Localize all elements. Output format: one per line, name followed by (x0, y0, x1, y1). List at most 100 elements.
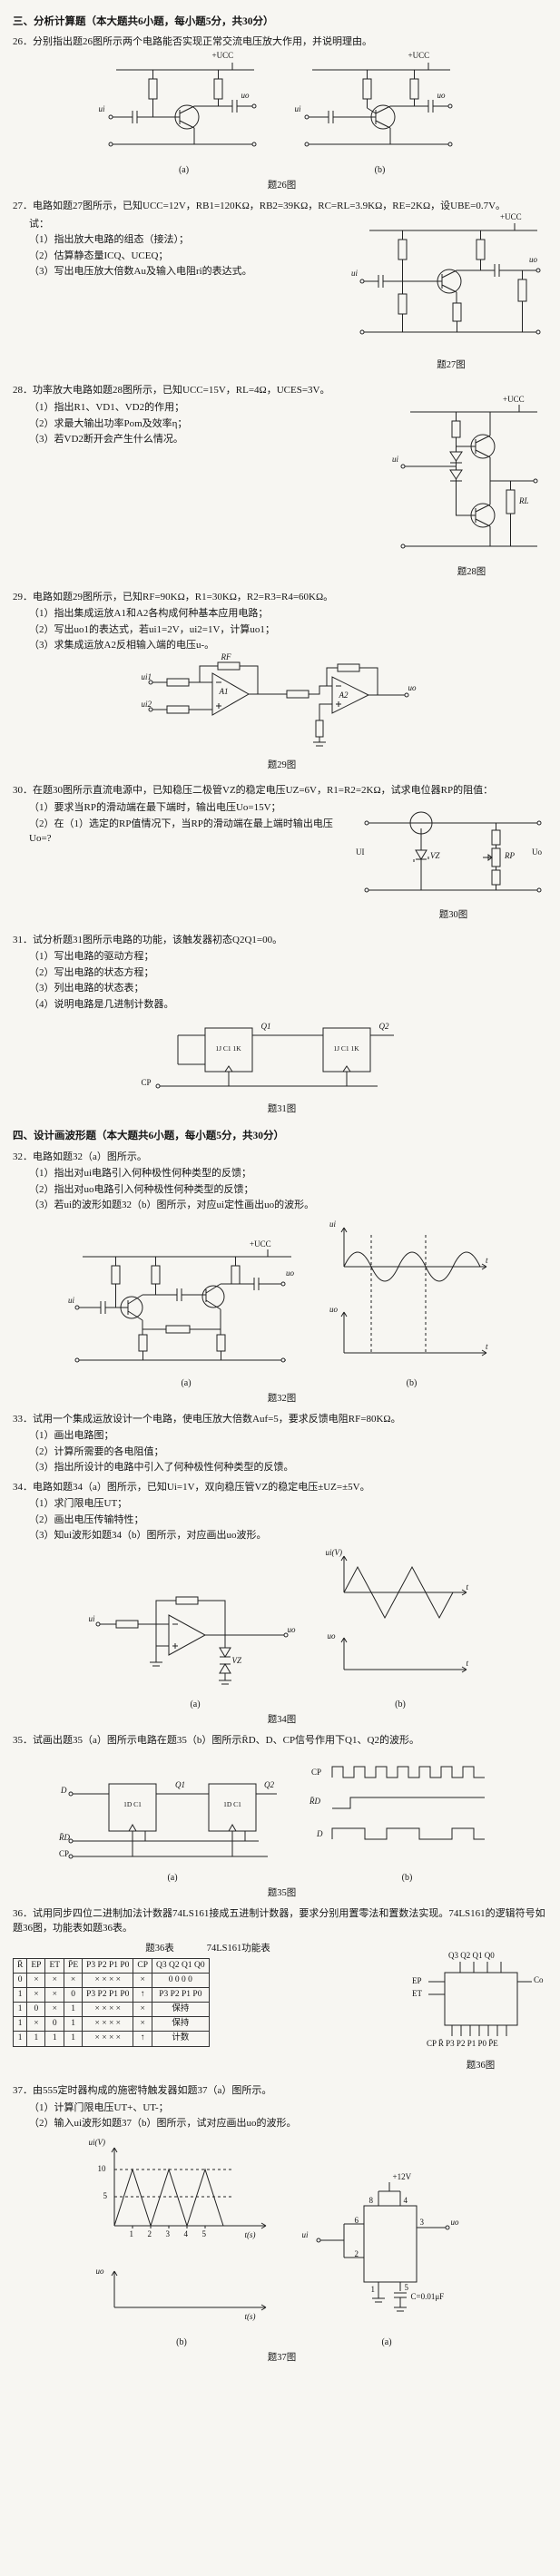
q35-cp-label: CP (59, 1848, 70, 1858)
q26b-input-label: ui (294, 103, 301, 113)
q30-text: 30．在题30图所示直流电源中，已知稳压二极管VZ的稳定电压UZ=6V，R1=R… (13, 784, 494, 796)
q36-table-title: 74LS161功能表 (206, 1943, 270, 1954)
q27-output-label: uo (529, 254, 537, 264)
q36-bottom-pins-label: CP R̄ P3 P2 P1 P0 P̄E (427, 2038, 498, 2048)
q35-q1-label: Q1 (175, 1779, 185, 1789)
q31-ff1-label: 1J C1 1K (215, 1044, 241, 1053)
q37-level-10-label: 10 (97, 2163, 106, 2173)
q31-item-2: （2）写出电路的状态方程； (29, 966, 154, 978)
q35-q2-label: Q2 (264, 1779, 274, 1789)
figure-q29: ui1 ui2 A1 A2 RF uo 题29图 (13, 652, 551, 779)
fn-cell: 0 (26, 2002, 46, 2018)
q32-figure-a: +UCC ui uo (a) (68, 1239, 304, 1391)
q37-figure-a: ui 6 2 8 4 +12V 3 uo 1 5 C=0.01μF (a) (299, 2171, 476, 2350)
q28-vcc-label: +UCC (503, 395, 525, 405)
q35-timing-svg (309, 1752, 505, 1866)
q34-input-label: ui (88, 1613, 95, 1623)
q34-text: 34．电路如题34（a）图所示，已知Ui=1V，双向稳压管VZ的稳定电压±UZ=… (13, 1481, 370, 1493)
q33-item-3: （3）指出所设计的电路中引入了何种极性何种类型的反馈。 (29, 1462, 294, 1474)
q30-block: （1）要求当RP的滑动端在最下端时，输出电压Uo=15V； （2）在（1）选定的… (13, 799, 551, 927)
q37-tick-3: 3 (165, 2228, 171, 2238)
q37-input-label: ui (301, 2229, 309, 2239)
q26a-output-label: uo (241, 90, 250, 100)
q36-block: 题36表 74LS161功能表 R̄ EP ET P̄E P3 P2 P1 P0… (12, 1938, 551, 2079)
q28-input-label: ui (392, 455, 399, 465)
q35-ff2-label: 1D C1 (223, 1799, 241, 1808)
q37-cap-label: C=0.01μF (410, 2291, 445, 2301)
fn-cell: × (26, 2016, 46, 2032)
q26-subcaption-b: (b) (374, 165, 386, 176)
q27-block: 试： （1）指出放大电路的组态（接法）； （2）估算静态量ICQ、UCEQ； （… (13, 212, 551, 378)
q37-tick-5: 5 (201, 2228, 207, 2238)
figure-q27: +UCC ui uo 题27图 (351, 212, 551, 378)
table-row: 1 1 1 1 × × × × ↑ 计数 (12, 2031, 210, 2047)
fn-cell: ↑ (133, 2031, 153, 2047)
q35-figure-a: D R̄D CP Q1 Q2 1D C1 1D C1 (a) (59, 1770, 286, 1885)
q29-a2-label: A2 (339, 690, 349, 700)
q32-output-label: uo (286, 1268, 294, 1278)
figure-q31: CP Q1 Q2 1J C1 1K 1J C1 1K 题31图 (13, 1015, 551, 1121)
q37-subcaption-a: (a) (381, 2337, 392, 2347)
fn-cell: × × × × (82, 2031, 134, 2047)
q37-item-2: （2）输入ui波形如题37（b）图所示，试对应画出uo的波形。 (29, 2118, 297, 2129)
figure-q26: +UCC ui uo (a) (13, 51, 551, 178)
fn-cell: 1 (64, 2016, 84, 2032)
q26a-circuit-svg (98, 54, 270, 158)
q30-item-1: （1）要求当RP的滑动端在最下端时，输出电压Uo=15V； (29, 802, 281, 814)
q32-vcc-label: +UCC (250, 1239, 271, 1249)
q32-circuit-svg (68, 1244, 304, 1371)
q37-figure-b: ui(V) 10 5 1 2 3 4 5 t(s) uo t(s) (b) (89, 2135, 275, 2350)
fn-cell: 1 (12, 2031, 28, 2047)
q32-item-3: （3）若ui的波形如题32（b）图所示，对应ui定性画出uo的波形。 (29, 1200, 315, 1210)
q32-item-1: （1）指出对ui电路引入何种极性何种类型的反馈； (29, 1168, 252, 1179)
ls161-function-table: R̄ EP ET P̄E P3 P2 P1 P0 CP Q3 Q2 Q1 Q0 … (12, 1957, 210, 2047)
fn-header: P3 P2 P1 P0 (82, 1957, 134, 1974)
fn-cell: × (44, 2002, 65, 2018)
fn-header: Q3 Q2 Q1 Q0 (152, 1957, 210, 1974)
fn-cell: × (44, 1972, 65, 1988)
q34-waveform-svg (326, 1547, 476, 1692)
q29-ui1-label: ui1 (141, 671, 152, 681)
q29-uo-label: uo (408, 682, 417, 692)
q36-text: 36．试用同步四位二进制加法计数器74LS161接成五进制计数器，要求分别用置零… (13, 1907, 545, 1934)
section4-title: 四、设计画波形题（本大题共6小题，每小题5分，共30分） (13, 1131, 284, 1142)
q35-text: 35．试画出题35（a）图所示电路在题35（b）图所示R̄D、D、CP信号作用下… (13, 1735, 419, 1746)
q28-item-2: （2）求最大输出功率Pom及效率η； (29, 417, 188, 429)
q37-text: 37．由555定时器构成的施密特触发器如题37（a）图所示。 (13, 2085, 272, 2096)
q37-output-label: uo (450, 2217, 459, 2227)
q34-wave-ui-label: ui(V) (325, 1547, 343, 1557)
fn-cell: 保持 (152, 2016, 210, 2032)
q32-wave-ui-label: ui (329, 1219, 337, 1229)
section3-title: 三、分析计算题（本大题共6小题，每小题5分，共30分） (13, 16, 274, 27)
q35-caption: 题35图 (267, 1888, 297, 1898)
fn-cell: ↑ (133, 1986, 153, 2003)
q31-item-3: （3）列出电路的状态表； (29, 983, 144, 994)
q34-wave-t1-label: t (466, 1582, 469, 1592)
q27-circuit-svg (351, 216, 551, 352)
q31-caption: 题31图 (267, 1103, 297, 1114)
q36-ep-label: EP (412, 1975, 422, 1985)
q30-zener-label: VZ (430, 851, 440, 861)
q34-wave-t2-label: t (466, 1658, 469, 1668)
q31-q1-label: Q1 (260, 1022, 271, 1031)
fn-cell: × × × × (82, 1972, 134, 1988)
q35-d-label: D (61, 1785, 67, 1795)
q37-pin3-label: 3 (419, 2217, 425, 2227)
q27-input-label: ui (351, 268, 359, 278)
q31-item-4: （4）说明电路是几进制计数器。 (29, 998, 174, 1010)
q37-pin1-label: 1 (370, 2284, 376, 2294)
q32-input-label: ui (68, 1295, 75, 1305)
q32-wave-t2-label: t (486, 1341, 488, 1351)
q37-level-5-label: 5 (103, 2190, 108, 2200)
q28-caption: 题28图 (457, 566, 486, 577)
fn-cell: P3 P2 P1 P0 (82, 1986, 134, 2003)
q37-pin4-label: 4 (403, 2195, 408, 2205)
q35-subcaption-a: (a) (167, 1873, 178, 1883)
fn-cell: × (26, 1972, 46, 1988)
q34-subcaption-b: (b) (395, 1699, 406, 1710)
q29-item-2: （2）写出uo1的表达式，若ui1=2V，ui2=1V，计算uo1； (29, 623, 275, 635)
q37-tick-2: 2 (147, 2228, 152, 2238)
q35-wave-d-label: D (317, 1828, 323, 1838)
q27-text: 27．电路如题27图所示，已知UCC=12V，RB1=120KΩ，RB2=39K… (13, 201, 506, 211)
figure-q28: +UCC ui RL 题28图 (392, 395, 551, 584)
